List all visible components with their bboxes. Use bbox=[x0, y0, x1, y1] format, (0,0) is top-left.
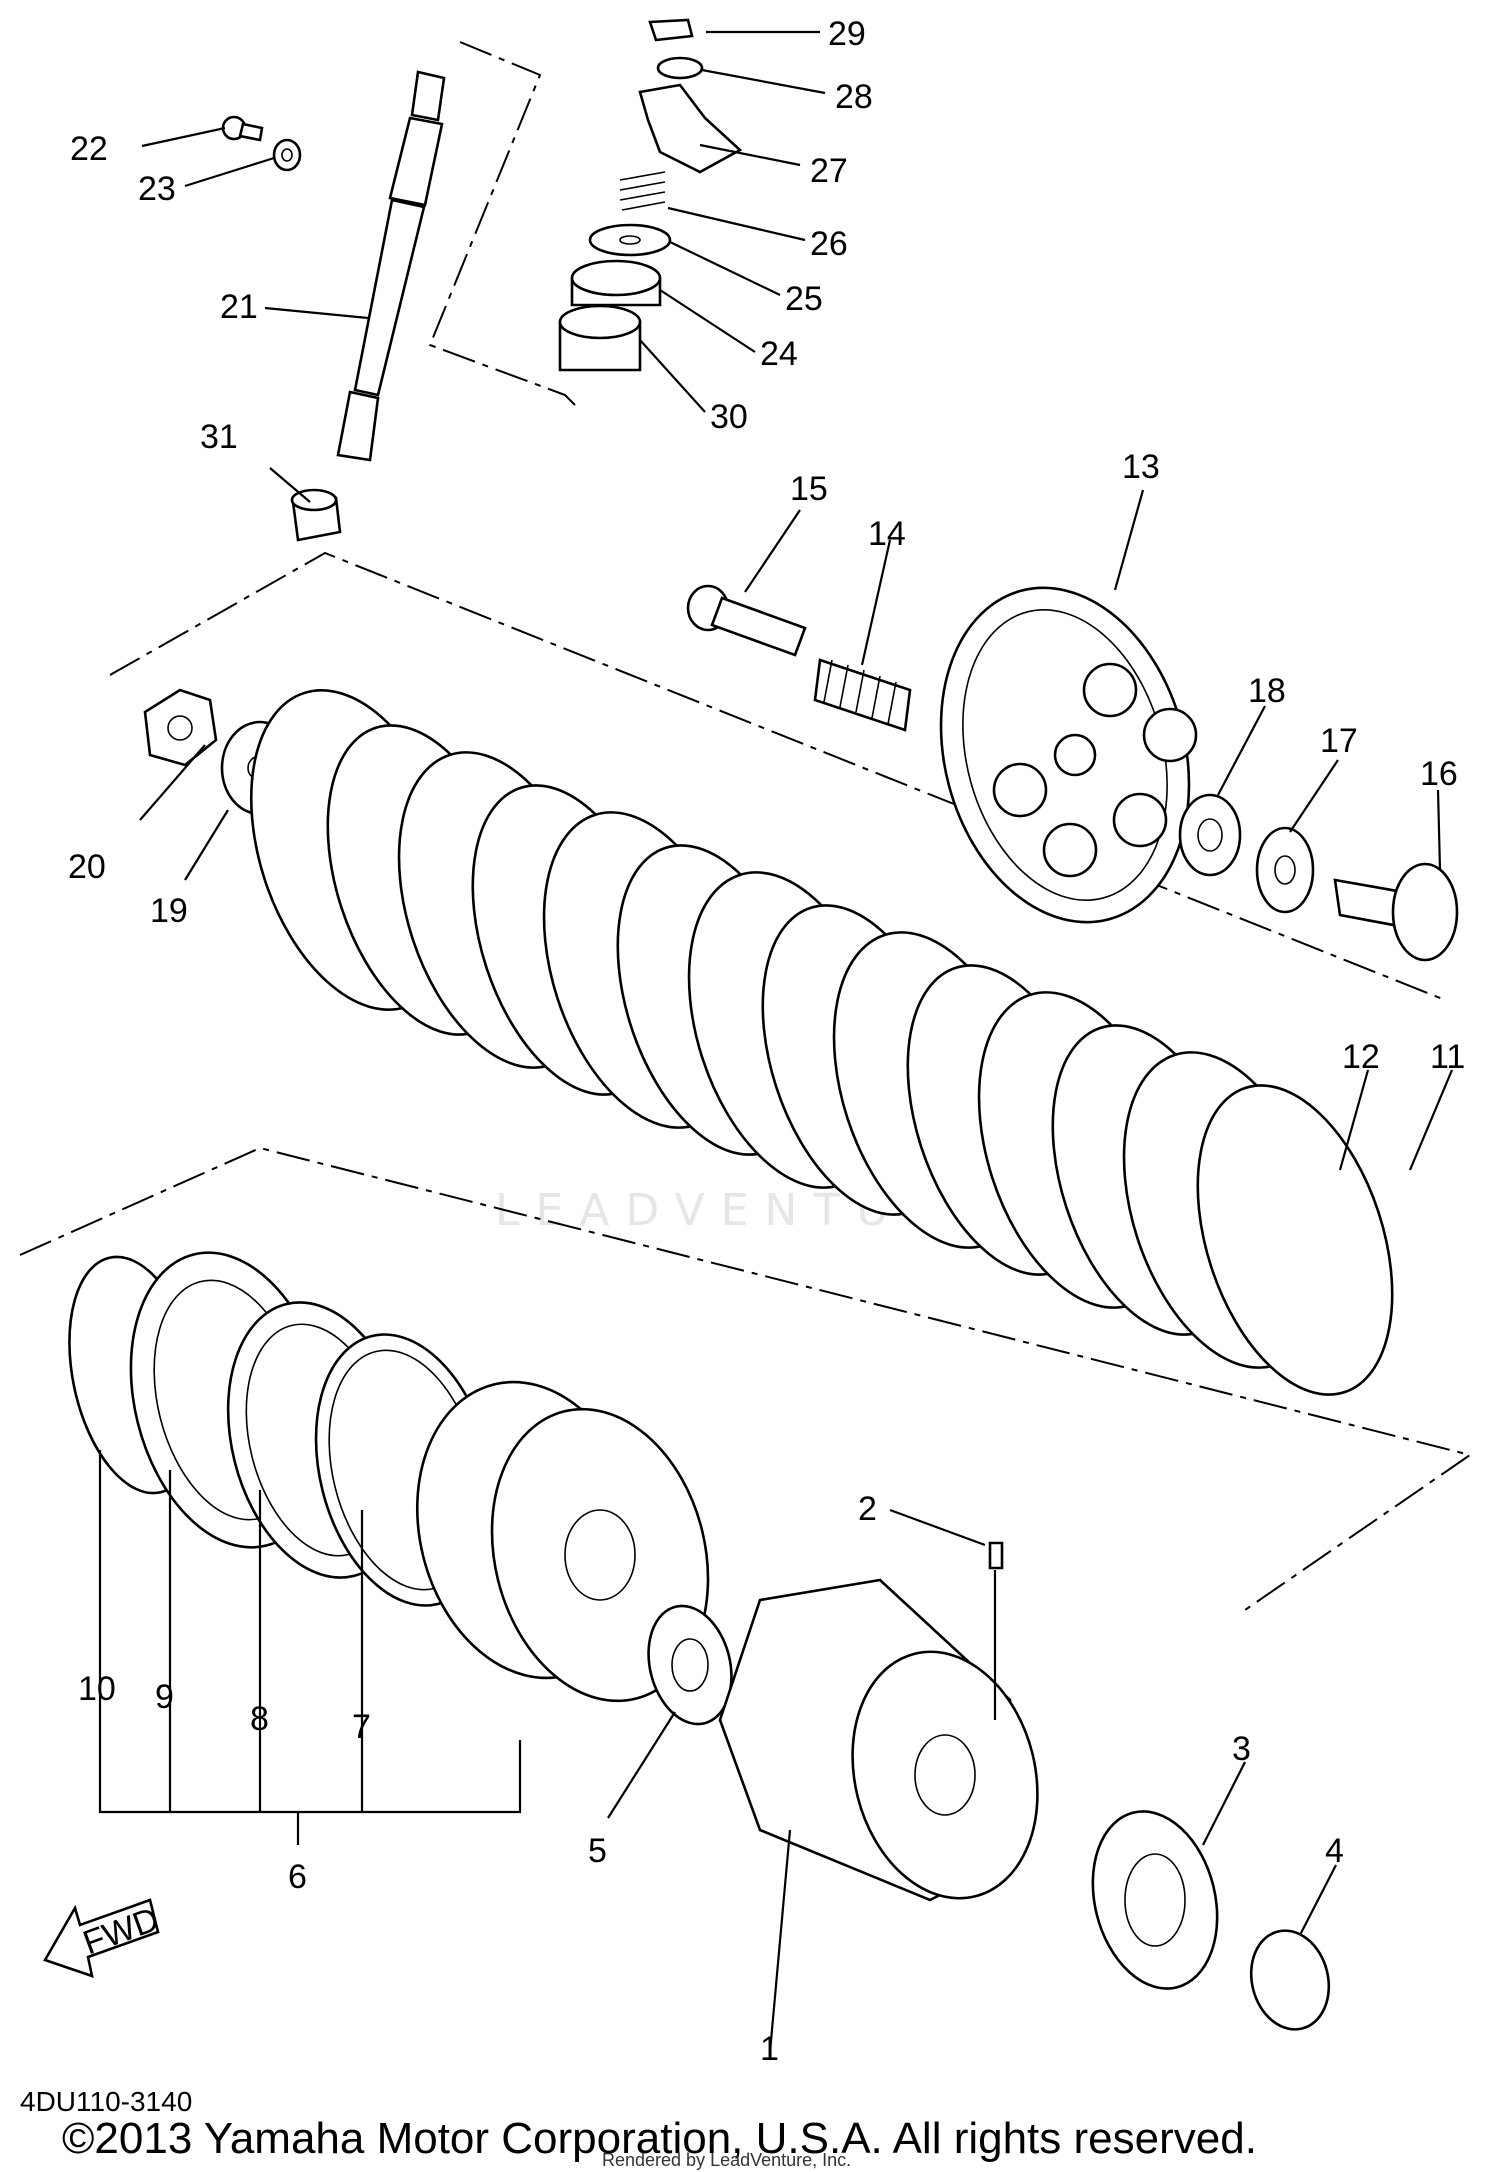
callout-5: 5 bbox=[588, 1832, 607, 1870]
callout-18: 18 bbox=[1248, 672, 1286, 710]
washer-18 bbox=[1178, 793, 1242, 877]
thrust-washer-5 bbox=[647, 1604, 733, 1726]
callout-21: 21 bbox=[220, 288, 258, 326]
pressure-plate-13 bbox=[939, 586, 1198, 924]
primary-driven-gear-1 bbox=[718, 1578, 1039, 1902]
callout-1: 1 bbox=[760, 2030, 779, 2068]
callout-20: 20 bbox=[68, 848, 106, 886]
callout-17: 17 bbox=[1320, 722, 1358, 760]
callout-27: 27 bbox=[810, 152, 848, 190]
clutch-plate-stack bbox=[249, 689, 1394, 1396]
callout-13: 13 bbox=[1122, 448, 1160, 486]
bolt-15 bbox=[686, 584, 807, 657]
callout-24: 24 bbox=[760, 335, 798, 373]
callout-4: 4 bbox=[1325, 1832, 1344, 1870]
leader-lines bbox=[98, 30, 1454, 2053]
washer-23 bbox=[272, 138, 302, 172]
callout-12: 12 bbox=[1342, 1038, 1380, 1076]
spring-14 bbox=[813, 658, 912, 732]
copyright-notice: ©2013 Yamaha Motor Corporation, U.S.A. A… bbox=[62, 2114, 1257, 2163]
circlip-4 bbox=[1249, 1929, 1331, 2031]
callout-10: 10 bbox=[78, 1670, 116, 1708]
callout-14: 14 bbox=[868, 515, 906, 553]
fwd-arrow-icon: FWD bbox=[43, 1898, 164, 1978]
callout-28: 28 bbox=[835, 78, 873, 116]
callout-19: 19 bbox=[150, 892, 188, 930]
push-rod-16 bbox=[1333, 862, 1459, 962]
callout-31: 31 bbox=[200, 418, 238, 456]
callout-15: 15 bbox=[790, 470, 828, 508]
bearing-17 bbox=[1255, 826, 1315, 914]
lever-27 bbox=[638, 83, 743, 174]
nut-20 bbox=[143, 688, 218, 767]
rendered-by-credit: Rendered by LeadVenture, Inc. bbox=[602, 2150, 852, 2170]
pin-2 bbox=[988, 1541, 1004, 1570]
callout-8: 8 bbox=[250, 1700, 269, 1738]
collar-31 bbox=[290, 488, 342, 542]
callout-29: 29 bbox=[828, 15, 866, 53]
bearing-30 bbox=[558, 304, 642, 372]
spring-26 bbox=[619, 171, 666, 211]
callout-22: 22 bbox=[70, 130, 108, 168]
callout-11: 11 bbox=[1430, 1038, 1465, 1076]
bolt-22 bbox=[221, 115, 264, 142]
push-rod-21 bbox=[336, 70, 446, 462]
clip-29 bbox=[648, 18, 694, 42]
diagram-code: 4DU110-3140 bbox=[20, 2086, 193, 2117]
bearing-3 bbox=[1091, 1810, 1219, 1990]
callout-16: 16 bbox=[1420, 755, 1458, 793]
bearing-24 bbox=[570, 259, 662, 307]
callout-23: 23 bbox=[138, 170, 176, 208]
callout-6: 6 bbox=[288, 1858, 307, 1896]
callout-7: 7 bbox=[352, 1708, 371, 1746]
callout-9: 9 bbox=[155, 1678, 174, 1716]
callout-25: 25 bbox=[785, 280, 823, 318]
callout-labels: 1 2 3 4 5 6 7 8 9 10 11 12 13 14 15 16 1… bbox=[68, 15, 1465, 2068]
callout-26: 26 bbox=[810, 225, 848, 263]
washer-25 bbox=[588, 223, 672, 257]
callout-2: 2 bbox=[858, 1490, 877, 1528]
callout-3: 3 bbox=[1232, 1730, 1251, 1768]
callout-30: 30 bbox=[710, 398, 748, 436]
washer-28 bbox=[656, 56, 704, 80]
